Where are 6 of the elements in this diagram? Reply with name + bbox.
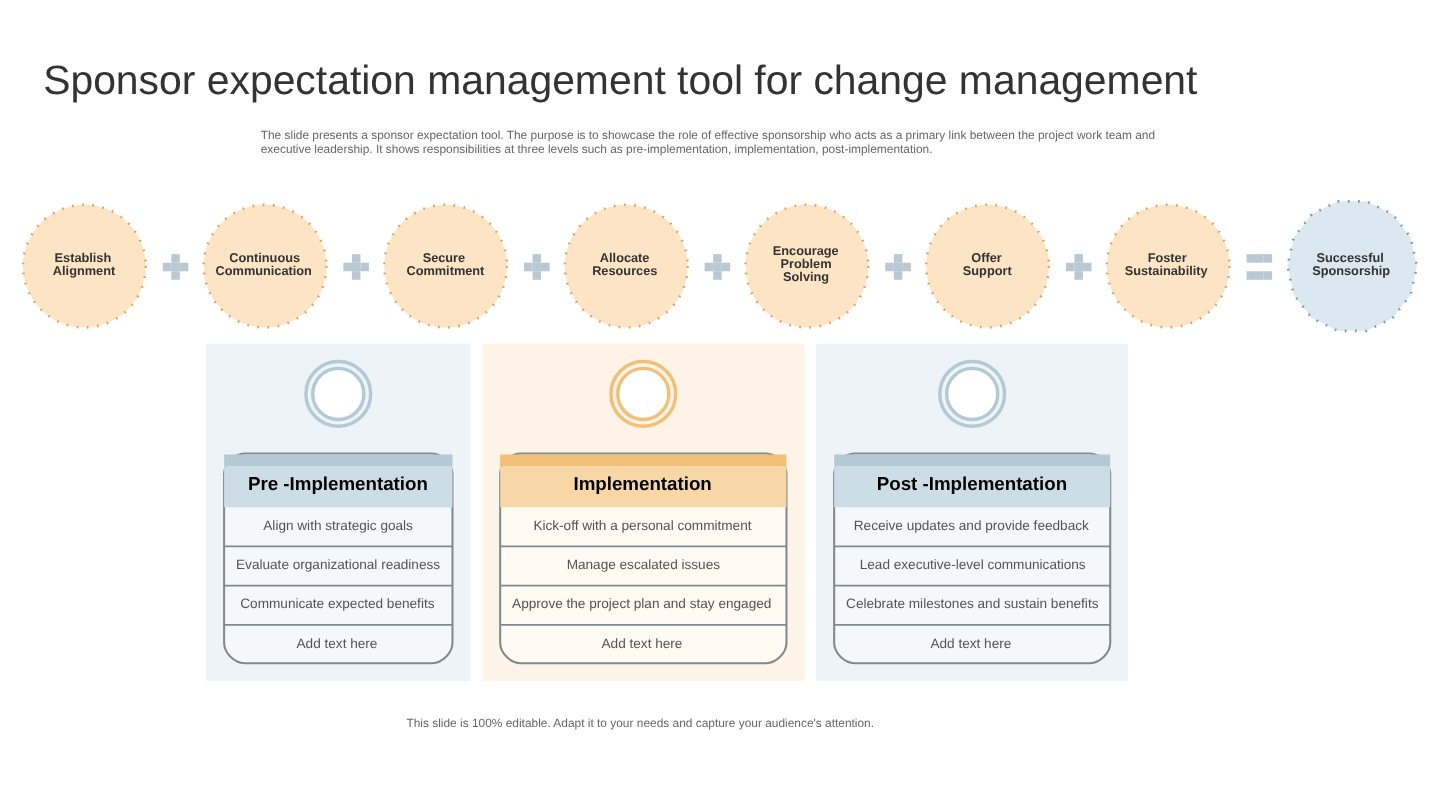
node-circle xyxy=(304,358,373,427)
cluster xyxy=(482,342,805,681)
cluster xyxy=(816,342,1129,681)
node-circle xyxy=(609,358,678,427)
node-circle xyxy=(938,358,1007,427)
diagram-title: Sponsor expectation management tool for change management xyxy=(43,57,1198,104)
